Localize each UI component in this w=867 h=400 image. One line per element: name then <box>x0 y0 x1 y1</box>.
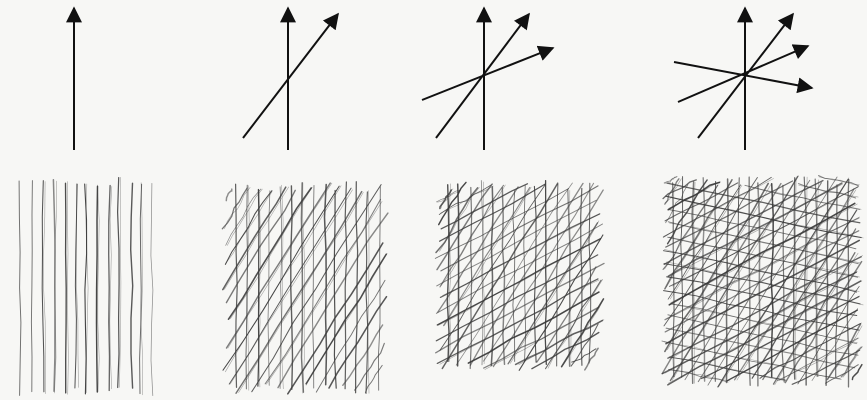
hatch-stroke <box>31 181 32 392</box>
hatch-stroke <box>806 177 807 385</box>
hatch-stroke <box>131 183 133 388</box>
hatch-stroke <box>151 183 153 395</box>
hatch-stroke <box>557 184 558 366</box>
hatch-stroke <box>19 181 21 395</box>
hatch-stroke <box>581 189 582 366</box>
hatch-stroke <box>313 185 315 388</box>
hatch-stroke <box>140 184 142 393</box>
hatch-stroke <box>665 177 677 183</box>
hatching-swatch-2 <box>222 182 388 394</box>
hatch-stroke <box>458 184 459 366</box>
hatch-stroke <box>226 189 232 201</box>
hatch-stroke <box>227 189 262 245</box>
hatch-stroke <box>715 182 717 382</box>
hatching-swatches-row <box>19 176 863 396</box>
hatch-stroke <box>222 188 247 229</box>
hatch-stroke <box>86 184 88 393</box>
hatch-stroke <box>97 186 98 392</box>
direction-arrow-4-4 <box>674 62 812 88</box>
hatch-stroke <box>76 184 78 387</box>
hatch-stroke <box>306 254 387 386</box>
hatch-stroke <box>66 183 67 393</box>
hatch-stroke <box>671 304 858 343</box>
direction-arrow-2-2 <box>243 14 338 138</box>
hatch-stroke <box>442 183 557 368</box>
hatching-swatch-1 <box>19 177 153 395</box>
hatch-stroke <box>67 182 68 395</box>
arrow-group-2 <box>243 8 338 150</box>
arrow-group-4 <box>674 8 812 150</box>
hatch-stroke <box>109 186 110 391</box>
hatch-stroke <box>223 187 286 289</box>
hatch-stroke <box>508 223 597 364</box>
hatching-swatch-3 <box>435 181 604 371</box>
direction-arrows-row <box>74 8 812 150</box>
hatch-stroke <box>329 297 387 388</box>
hatch-stroke <box>852 365 862 380</box>
hatching-swatch-4 <box>662 176 863 387</box>
hatch-stroke <box>365 365 382 392</box>
direction-arrow-3-3 <box>422 48 553 100</box>
hatch-stroke <box>227 183 331 348</box>
hatch-stroke <box>693 182 695 383</box>
hatch-stroke <box>236 192 362 394</box>
hatch-stroke <box>355 343 385 390</box>
hatch-stroke <box>546 280 602 369</box>
hatch-stroke <box>118 178 120 388</box>
arrow-group-3 <box>422 8 553 150</box>
hatch-stroke <box>436 224 602 313</box>
